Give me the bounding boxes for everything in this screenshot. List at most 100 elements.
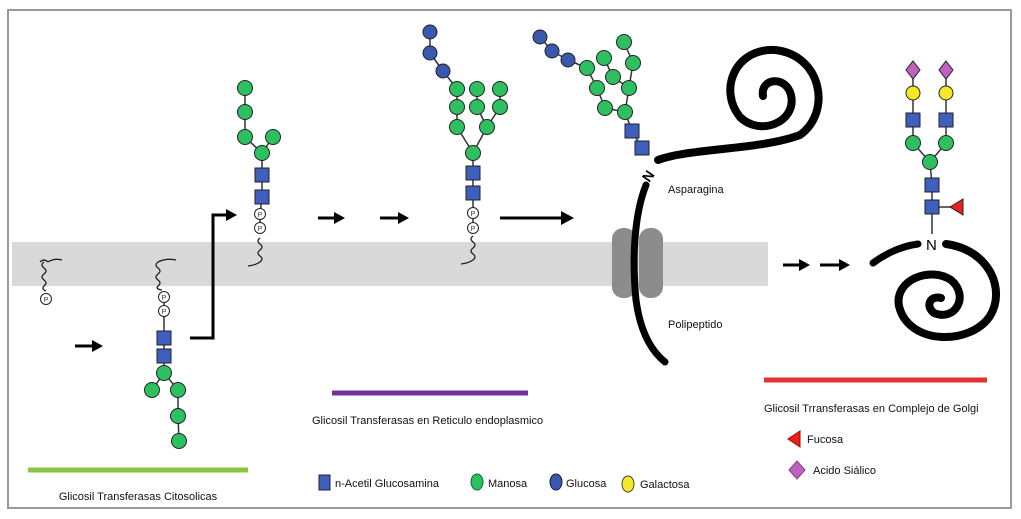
arrowheads [92,209,850,352]
phosphate-icon [467,222,479,234]
glucose-icon [560,52,576,68]
mannose-icon [449,81,465,97]
glcnac-icon [924,177,940,193]
sialic-acid-icon [938,60,954,80]
glycan-er-transferred [532,29,650,156]
glcnac-icon [254,167,270,183]
channel-left [612,228,636,298]
er-label: Glicosil Transferasas en Reticulo endopl… [312,415,543,427]
polypeptide-spiral-er [654,45,823,164]
glcnac-icon [924,199,940,215]
fucose-icon [949,198,964,216]
fucose-legend-icon [787,430,801,448]
arrowhead-3 [398,212,409,224]
galactose-legend-icon [621,475,635,493]
glucose-legend-label: Glucosa [566,478,607,490]
dolichol-tail-4 [460,235,476,265]
galactose-legend-label: Galactosa [640,479,690,491]
mannose-icon [465,145,481,161]
glycan-cytosolic: PP [144,291,187,449]
glucose-icon [422,24,438,40]
mannose-icon [492,81,508,97]
sialic-legend-icon [788,460,806,480]
mannose-icon [449,119,465,135]
glcnac-legend-label: n-Acetil Glucosamina [335,478,440,490]
mannose-icon [237,104,253,120]
phosphate-icon [40,293,52,305]
arrowhead-2 [334,212,345,224]
mannose-icon [589,80,605,96]
glcnac-icon [156,330,172,346]
phosphate-icon [254,208,266,220]
phosphate-icon [467,207,479,219]
phosphate-icon [158,305,170,317]
mannose-legend-label: Manosa [488,478,528,490]
arrow-elbow [190,213,228,340]
glcnac-icon [634,140,650,156]
glcnac-legend-icon [318,474,331,491]
mannose-icon [237,80,253,96]
glucose-icon [435,63,451,79]
mannose-icon [265,129,281,145]
dolichol-tail-3 [247,237,263,267]
polypeptide-spiral-golgi [894,240,1001,341]
phosphate-label: P [471,226,476,233]
phosphate-label: P [258,226,263,233]
phosphate-label: P [471,211,476,218]
fucose-legend-label: Fucosa [807,434,844,446]
mannose-icon [449,99,465,115]
dolichol-tails [39,235,476,292]
mannose-icon [605,69,621,85]
mannose-icon [144,382,160,398]
glcnac-icon [254,189,270,205]
glucose-legend-icon [549,473,563,491]
mannose-icon [171,433,187,449]
arrowhead-4 [561,211,574,225]
legend: Fucosa Acido Siálico n-Acetil Glucosamin… [318,430,876,493]
mannose-icon [579,60,595,76]
mannose-icon [479,119,495,135]
phosphate-icon [158,291,170,303]
glycan-flipped: PP [237,80,281,234]
mannose-icon [625,55,641,71]
mannose-legend-icon [470,473,484,491]
asparagine-label: Asparagina [668,184,725,196]
glycan-er-precursor: PP [422,24,508,234]
arrowhead-1 [92,340,103,352]
glucose-icon [422,45,438,61]
polypeptide-label: Polipeptido [668,319,722,331]
mannose-icon [938,135,954,151]
sialic-acid-icon [905,60,921,80]
mannose-icon [617,104,633,120]
glucose-icon [544,43,560,59]
glcnac-icon [905,112,921,128]
lipid-phosphate: P [40,293,52,305]
phosphate-label: P [162,295,167,302]
mannose-icon [597,100,613,116]
mannose-icon [237,129,253,145]
galactose-icon [905,85,921,101]
mannose-icon [905,135,921,151]
polypeptide-chain-golgi-left [869,240,922,267]
glcnac-icon [938,112,954,128]
arrowhead-elbow [226,209,237,221]
glycan-golgi-complex [905,60,964,234]
polypeptide-chain-er [630,181,669,366]
dolichol-tail-1 [39,258,63,292]
glcnac-icon [465,185,481,201]
galactose-icon [938,85,954,101]
dolichol-tail-2 [155,258,177,291]
phosphate-label: P [162,309,167,316]
mannose-icon [616,34,632,50]
mannose-icon [156,365,172,381]
asparagine-n-right: N [926,237,937,254]
phosphate-label: P [258,212,263,219]
arrows [75,213,841,348]
mannose-icon [170,408,186,424]
golgi-label: Glicosil Trransferasas en Complejo de Go… [764,403,979,415]
mannose-icon [254,145,270,161]
glucose-icon [532,29,548,45]
mannose-icon [922,154,938,170]
